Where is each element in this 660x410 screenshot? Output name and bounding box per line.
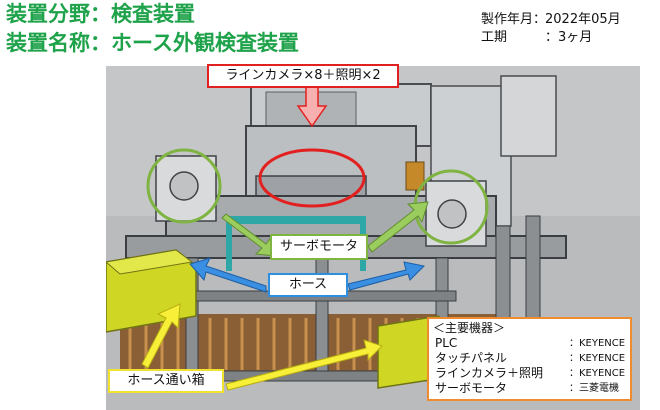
equipment-vendor: ：KEYENCE <box>569 368 626 379</box>
production-date-value: 2022年05月 <box>545 12 621 27</box>
main-equipment-panel: ＜主要機器＞ PLC ：KEYENCE タッチパネル ：KEYENCE ラインカ… <box>427 317 632 401</box>
machine-render-image <box>106 66 640 410</box>
lead-time-value: ：3ヶ月 <box>545 30 593 45</box>
equipment-vendor: ：KEYENCE <box>569 338 626 349</box>
device-field-title: 装置分野：検査装置 <box>6 2 195 26</box>
equipment-name: タッチパネル <box>435 351 508 365</box>
equipment-vendor: ：三菱電機 <box>569 383 619 394</box>
servo-motor-label: サーボモータ <box>270 234 368 260</box>
equipment-vendor: ：KEYENCE <box>569 353 626 364</box>
main-equipment-title: ＜主要機器＞ <box>433 321 506 335</box>
equipment-name: サーボモータ <box>435 381 508 395</box>
equipment-name: ラインカメラ＋照明 <box>435 366 544 380</box>
equipment-row: タッチパネル ：KEYENCE <box>433 351 626 366</box>
lead-time-label: 工期 <box>481 30 508 45</box>
arrow-icon <box>221 201 429 257</box>
line-camera-label: ラインカメラ×8＋照明×2 <box>207 64 399 88</box>
equipment-row: ラインカメラ＋照明 ：KEYENCE <box>433 366 626 381</box>
equipment-row: PLC ：KEYENCE <box>433 336 626 351</box>
device-name-title: 装置名称：ホース外観検査装置 <box>6 31 299 55</box>
hose-arrow-icons <box>189 257 426 293</box>
equipment-name: PLC <box>435 336 458 350</box>
equipment-row: サーボモータ ：三菱電機 <box>433 381 626 396</box>
box-arrow-icons <box>141 303 383 391</box>
hose-box-label: ホース通い箱 <box>108 369 224 393</box>
production-date-label: 製作年月： <box>481 12 547 27</box>
hose-label: ホース <box>268 273 348 297</box>
